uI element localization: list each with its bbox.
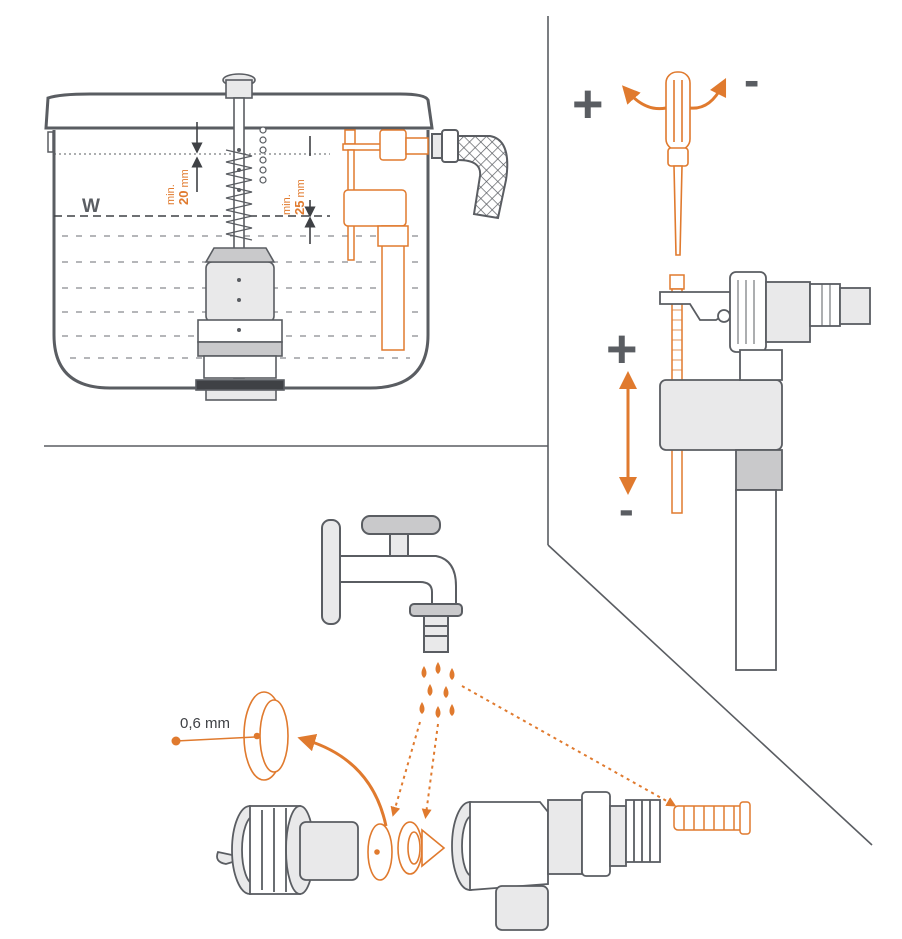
valve-body <box>451 791 661 931</box>
screw-minus-label: - <box>744 54 759 106</box>
rotate-arrow-minus <box>689 77 727 110</box>
inlet-hose <box>431 129 509 220</box>
water-tap <box>321 515 463 653</box>
fill-valve-in-tank <box>342 129 429 351</box>
removal-arrow <box>297 734 388 827</box>
water-level-label: W <box>82 196 100 217</box>
flush-valve-spring <box>225 149 253 241</box>
orifice-label: 0,6 mm <box>180 715 230 732</box>
flow-arrows <box>390 685 677 819</box>
adjust-panel: + - <box>572 54 871 671</box>
orifice-leader <box>175 736 256 742</box>
orifice-dot <box>171 736 181 746</box>
height-plus-label: + <box>606 319 638 379</box>
water-dashes <box>62 235 420 359</box>
min-20mm-value: 20mm <box>176 169 191 205</box>
fill-valve-body <box>659 271 871 671</box>
screwdriver <box>665 71 691 256</box>
flush-valve-chain <box>259 126 267 184</box>
height-minus-label: - <box>619 485 634 534</box>
screw-plus-label: + <box>572 74 604 134</box>
valve-cap-nut <box>216 805 359 895</box>
flush-valve <box>195 73 285 401</box>
min-25mm-value: 25mm <box>292 179 307 215</box>
cleaning-panel: 0,6 mm <box>171 515 751 931</box>
cistern-tank-panel: W min. <box>44 73 509 401</box>
water-drops <box>419 662 455 718</box>
fill-valve-ribs <box>737 280 831 344</box>
rotate-arrow-plus <box>621 85 667 111</box>
panel-dividers <box>44 16 873 846</box>
min-20mm-label: min. <box>165 184 177 205</box>
diaphragm-washer <box>367 821 446 881</box>
min-25mm-label: min. <box>281 194 293 215</box>
rod-holes <box>237 148 241 332</box>
inlet-filter <box>673 801 751 835</box>
diaphragm-removed <box>243 691 289 781</box>
